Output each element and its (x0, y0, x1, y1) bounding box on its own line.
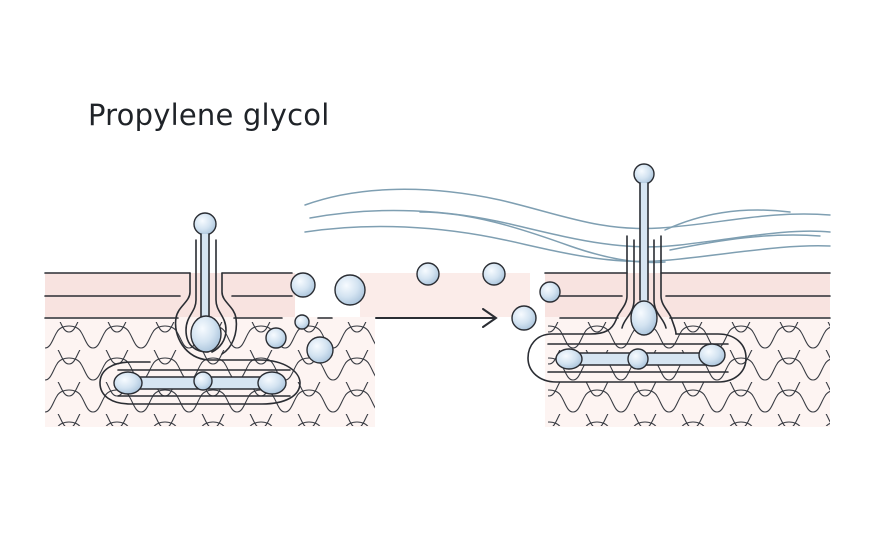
droplet (294, 314, 310, 330)
droplet (334, 274, 366, 306)
droplet (416, 262, 440, 286)
right-pore-structure (527, 163, 747, 383)
flow-wave-lines (304, 188, 831, 264)
droplet (511, 305, 537, 331)
skin-cell-pattern-right (548, 322, 830, 426)
skin-layer-lines (44, 272, 831, 319)
left-pore-structure (99, 212, 301, 405)
droplet (539, 281, 561, 303)
droplet (482, 262, 506, 286)
direction-arrow (375, 308, 498, 328)
droplet (306, 336, 334, 364)
droplet (265, 327, 287, 349)
diagram-title: Propylene glycol (88, 98, 330, 132)
droplet (290, 272, 316, 298)
diffusing-droplets (265, 262, 561, 364)
